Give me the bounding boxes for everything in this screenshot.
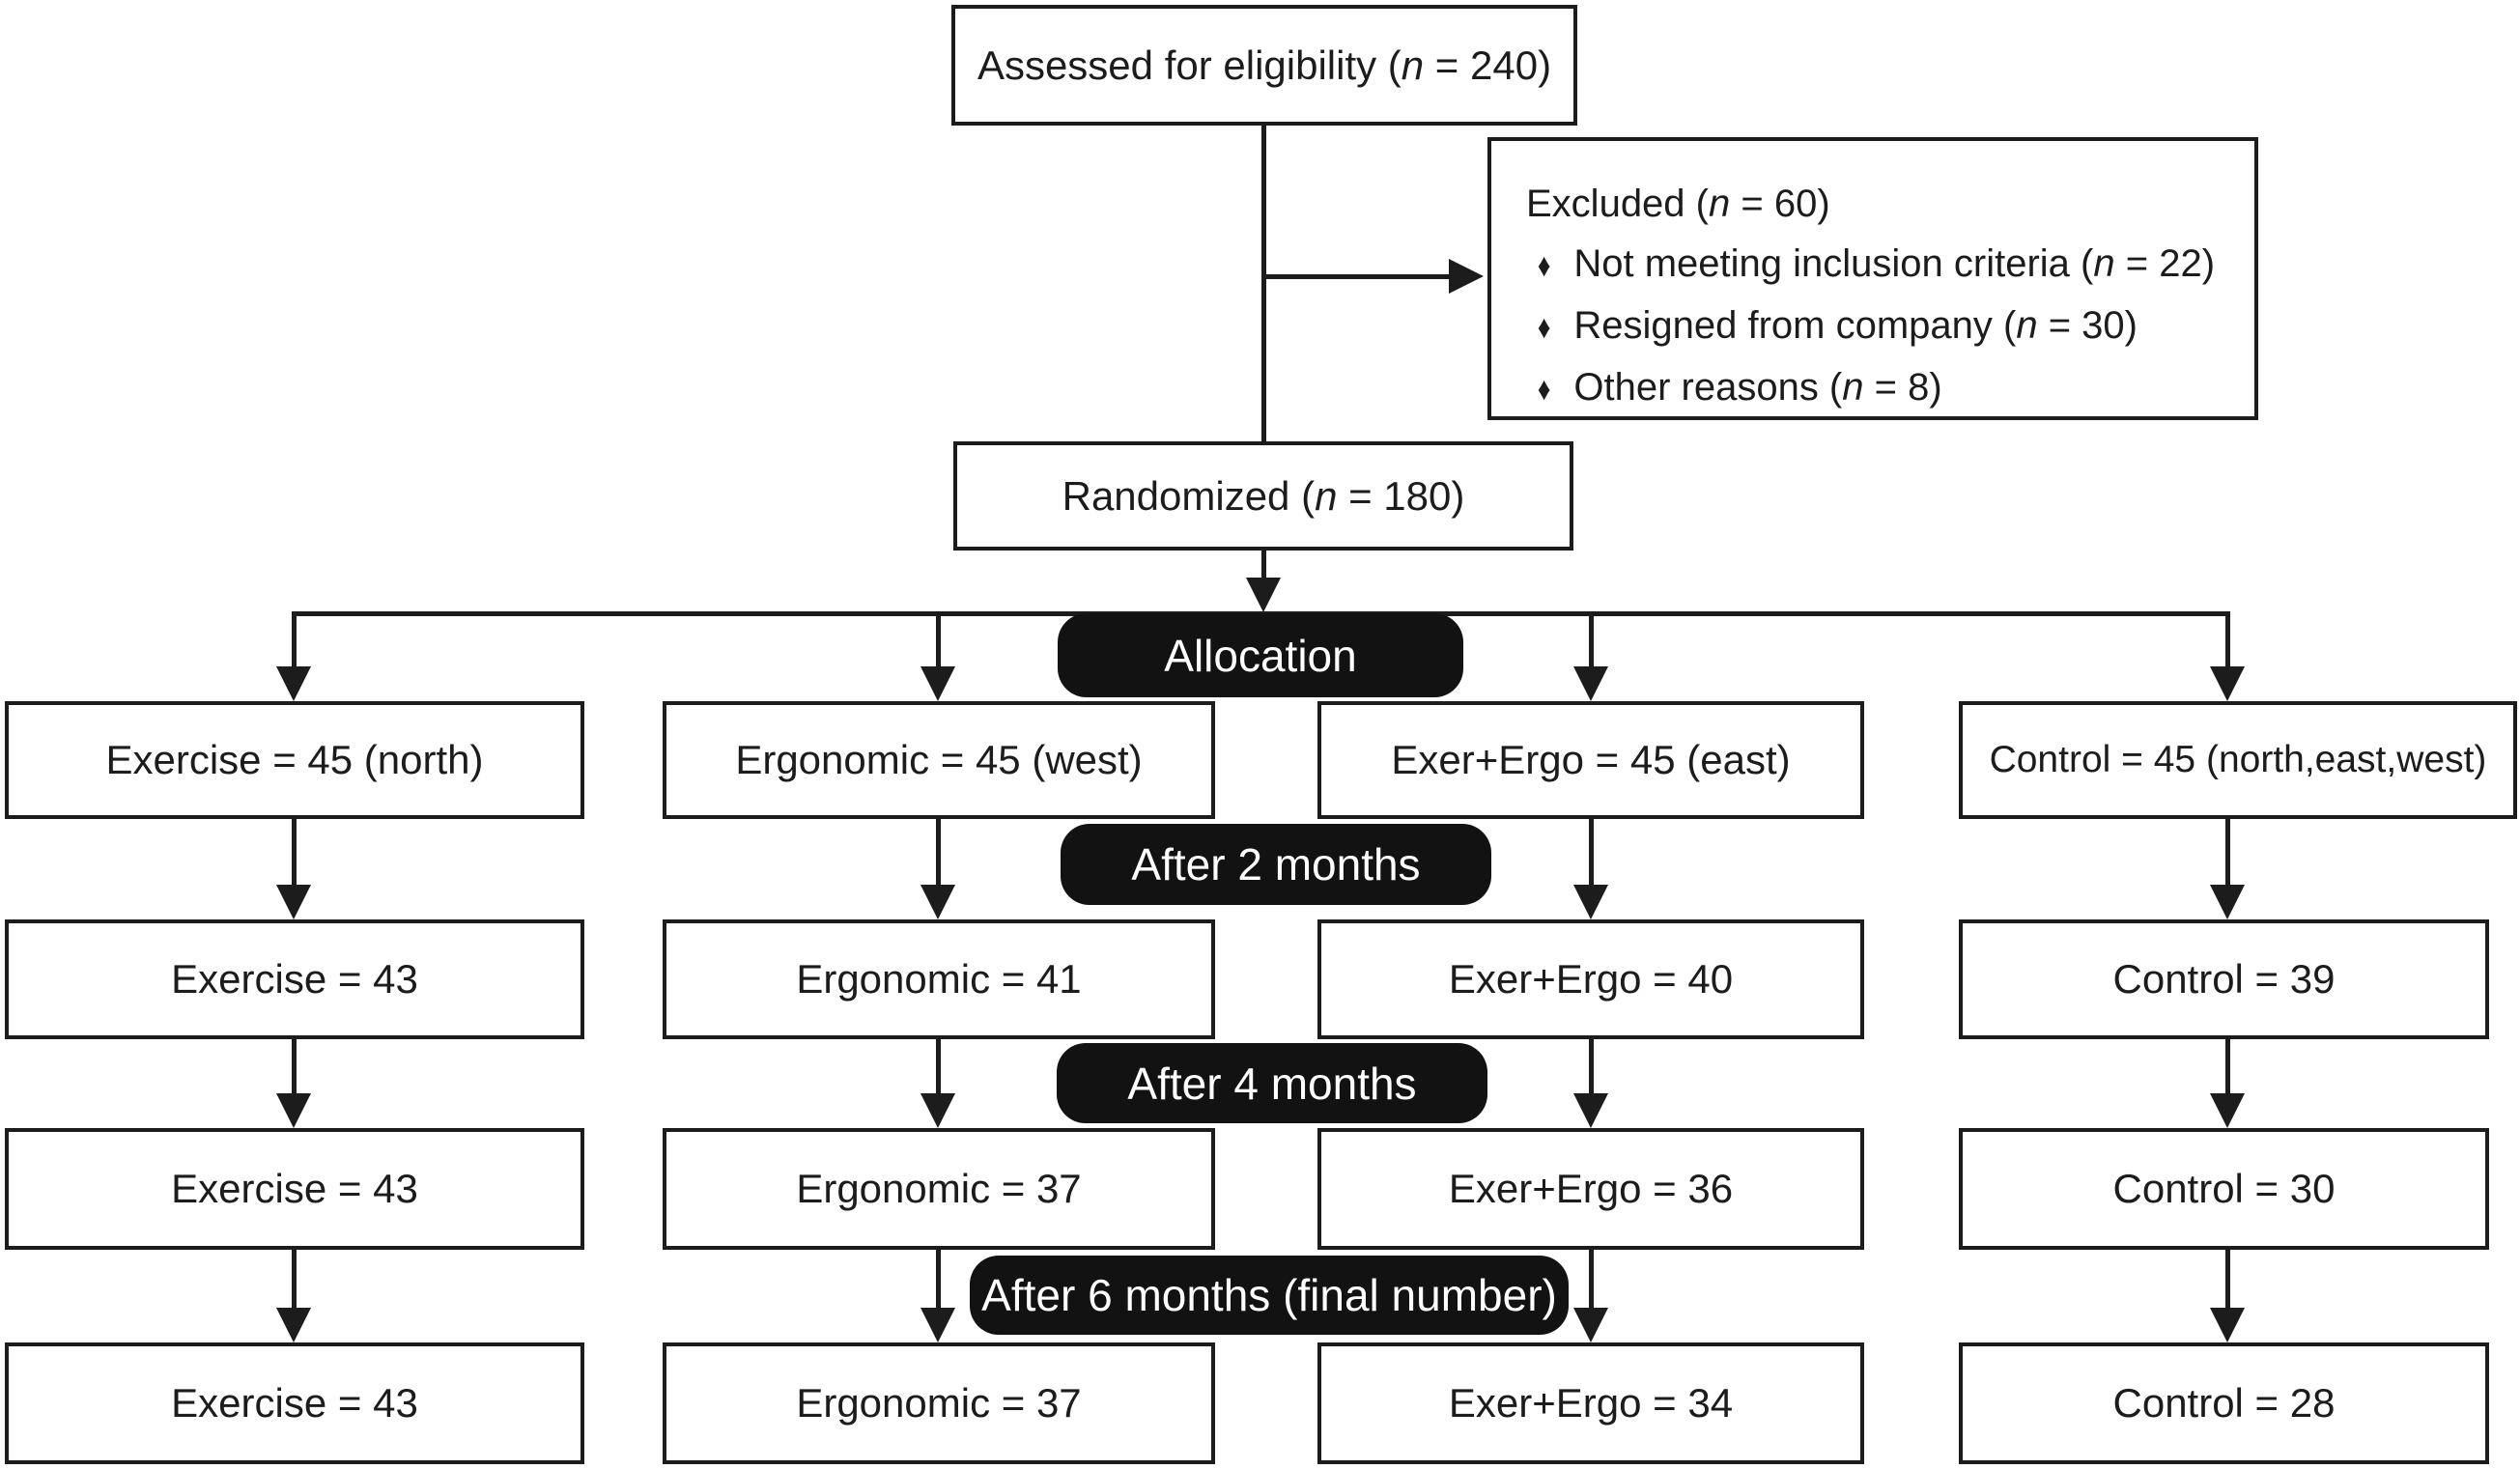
excluded-reason-label: Other reasons (n = 8) — [1573, 366, 1942, 409]
flow-arrow-line — [292, 1039, 297, 1093]
flow-arrow-head — [920, 1308, 955, 1342]
branch-arrow-control-head — [2210, 666, 2245, 701]
stage-pill-label: Allocation — [1164, 630, 1357, 681]
randomized-label: Randomized (n = 180) — [1062, 472, 1465, 519]
control-after-2-months-box: Control = 39 — [1959, 919, 2489, 1039]
branch-arrow-control-line — [2225, 611, 2230, 672]
group-count-label: Exercise = 43 — [171, 956, 418, 1002]
flow-arrow-line — [1589, 819, 1594, 885]
branch-arrow-ergonomic-line — [936, 611, 941, 672]
group-count-label: Exer+Ergo = 45 (east) — [1391, 737, 1791, 782]
stage-pill-label: After 2 months — [1131, 839, 1421, 890]
group-count-label: Control = 45 (north,east,west) — [1989, 739, 2487, 780]
excluded-arrowhead — [1449, 259, 1484, 294]
assessed-label: Assessed for eligibility (n = 240) — [977, 42, 1552, 88]
flow-arrow-head — [1573, 1308, 1608, 1342]
diamond-bullet-icon: ♦ — [1537, 309, 1551, 346]
excluded-title: Excluded (n = 60) — [1526, 183, 1830, 225]
group-count-label: Control = 28 — [2112, 1380, 2336, 1426]
randomized-arrow-line — [1261, 549, 1266, 581]
excluded-reason-item: ♦ Resigned from company (n = 30) — [1526, 296, 2138, 357]
randomized-arrowhead — [1246, 578, 1281, 612]
ergonomic-final-box: Ergonomic = 37 — [663, 1342, 1215, 1464]
eligibility-spine-line — [1261, 124, 1266, 443]
excluded-reason-label: Not meeting inclusion criteria (n = 22) — [1573, 242, 2216, 285]
exercise-after-2-months-box: Exercise = 43 — [5, 919, 584, 1039]
control-allocation-box: Control = 45 (north,east,west) — [1959, 701, 2517, 819]
flow-arrow-line — [292, 1250, 297, 1308]
branch-arrow-exercise-head — [276, 666, 311, 701]
diamond-bullet-icon: ♦ — [1537, 371, 1551, 408]
flow-arrow-line — [936, 1039, 941, 1093]
exer-ergo-allocation-box: Exer+Ergo = 45 (east) — [1317, 701, 1864, 819]
flow-arrow-line — [1589, 1250, 1594, 1308]
flow-arrow-line — [2225, 1250, 2230, 1308]
group-count-label: Exercise = 45 (north) — [105, 737, 484, 782]
flow-arrow-line — [936, 1250, 941, 1308]
exer-ergo-after-2-months-box: Exer+Ergo = 40 — [1317, 919, 1864, 1039]
control-final-box: Control = 28 — [1959, 1342, 2489, 1464]
excluded-reason-label: Resigned from company (n = 30) — [1573, 304, 2138, 347]
stage-pill-label: After 4 months — [1127, 1058, 1417, 1109]
flow-arrow-line — [292, 819, 297, 885]
exercise-allocation-box: Exercise = 45 (north) — [5, 701, 584, 819]
flow-arrow-line — [936, 819, 941, 885]
ergonomic-after-2-months-box: Ergonomic = 41 — [663, 919, 1215, 1039]
flow-arrow-head — [276, 1093, 311, 1128]
stage-pill-after-2-months: After 2 months — [1061, 824, 1491, 905]
assessed-eligibility-box: Assessed for eligibility (n = 240) — [951, 5, 1577, 126]
randomized-box: Randomized (n = 180) — [953, 441, 1573, 551]
stage-pill-label: After 6 months (final number) — [981, 1270, 1557, 1320]
stage-pill-after-6-months-final: After 6 months (final number) — [970, 1256, 1569, 1335]
group-count-label: Exercise = 43 — [171, 1166, 418, 1211]
group-count-label: Exercise = 43 — [171, 1380, 418, 1426]
group-count-label: Exer+Ergo = 36 — [1448, 1166, 1734, 1211]
excluded-reason-item: ♦ Other reasons (n = 8) — [1526, 357, 1942, 419]
ergonomic-allocation-box: Ergonomic = 45 (west) — [663, 701, 1215, 819]
ergonomic-after-4-months-box: Ergonomic = 37 — [663, 1128, 1215, 1250]
excluded-connector-line — [1263, 274, 1451, 279]
flow-arrow-head — [1573, 1093, 1608, 1128]
branch-arrow-ergonomic-head — [920, 666, 955, 701]
branch-arrow-exercise-line — [292, 611, 297, 672]
branch-arrow-exer-ergo-line — [1589, 611, 1594, 672]
flow-arrow-head — [920, 885, 955, 919]
stage-pill-after-4-months: After 4 months — [1057, 1043, 1487, 1123]
control-after-4-months-box: Control = 30 — [1959, 1128, 2489, 1250]
flow-arrow-head — [1573, 885, 1608, 919]
flow-arrow-head — [2210, 1093, 2245, 1128]
group-count-label: Ergonomic = 37 — [796, 1380, 1082, 1426]
diamond-bullet-icon: ♦ — [1537, 247, 1551, 284]
exer-ergo-final-box: Exer+Ergo = 34 — [1317, 1342, 1864, 1464]
branch-arrow-exer-ergo-head — [1573, 666, 1608, 701]
flow-arrow-line — [2225, 1039, 2230, 1093]
flow-arrow-head — [920, 1093, 955, 1128]
group-count-label: Ergonomic = 37 — [796, 1166, 1082, 1211]
group-count-label: Ergonomic = 41 — [796, 956, 1082, 1002]
exercise-after-4-months-box: Exercise = 43 — [5, 1128, 584, 1250]
group-count-label: Control = 30 — [2112, 1166, 2336, 1211]
excluded-box: Excluded (n = 60) ♦ Not meeting inclusio… — [1487, 137, 2258, 420]
flow-arrow-line — [2225, 819, 2230, 885]
flow-arrow-head — [2210, 1308, 2245, 1342]
group-count-label: Ergonomic = 45 (west) — [735, 737, 1143, 782]
exercise-final-box: Exercise = 43 — [5, 1342, 584, 1464]
exer-ergo-after-4-months-box: Exer+Ergo = 36 — [1317, 1128, 1864, 1250]
group-count-label: Control = 39 — [2112, 956, 2336, 1002]
flow-arrow-head — [276, 885, 311, 919]
flow-arrow-line — [1589, 1039, 1594, 1093]
flow-arrow-head — [2210, 885, 2245, 919]
stage-pill-allocation: Allocation — [1058, 613, 1463, 697]
excluded-reason-item: ♦ Not meeting inclusion criteria (n = 22… — [1526, 234, 2215, 296]
group-count-label: Exer+Ergo = 40 — [1448, 956, 1734, 1002]
flow-arrow-head — [276, 1308, 311, 1342]
group-count-label: Exer+Ergo = 34 — [1448, 1380, 1734, 1426]
